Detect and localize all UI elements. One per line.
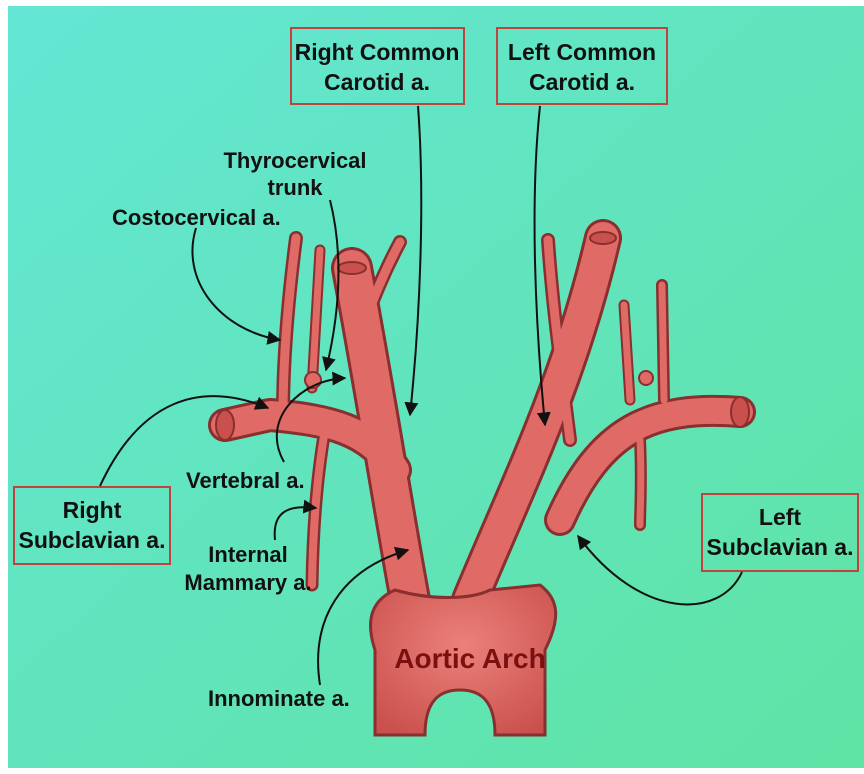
right-subclavian-line1: Right bbox=[63, 497, 122, 523]
right-common-carotid-line1: Right Common bbox=[295, 39, 460, 65]
left-subclavian-line1: Left bbox=[759, 504, 802, 530]
innominate-label: Innominate a. bbox=[208, 686, 350, 711]
costocervical-label: Costocervical a. bbox=[112, 205, 281, 230]
vertebral-label: Vertebral a. bbox=[186, 468, 305, 493]
aortic-arch-label: Aortic Arch bbox=[394, 643, 545, 674]
right-common-carotid-line2: Carotid a. bbox=[324, 69, 430, 95]
left-subclavian-line2: Subclavian a. bbox=[706, 534, 853, 560]
left-vertebral-branch bbox=[662, 285, 664, 400]
thyrocervical-line1: Thyrocervical bbox=[223, 148, 366, 173]
thyrocervical-line2: trunk bbox=[268, 175, 324, 200]
left-common-carotid-line1: Left Common bbox=[508, 39, 656, 65]
internal-mammary-line1: Internal bbox=[208, 542, 287, 567]
left-mammary-branch bbox=[640, 440, 641, 525]
right-subclavian-line2: Subclavian a. bbox=[18, 527, 165, 553]
left-common-carotid-line2: Carotid a. bbox=[529, 69, 635, 95]
internal-mammary-line2: Mammary a. bbox=[184, 570, 311, 595]
